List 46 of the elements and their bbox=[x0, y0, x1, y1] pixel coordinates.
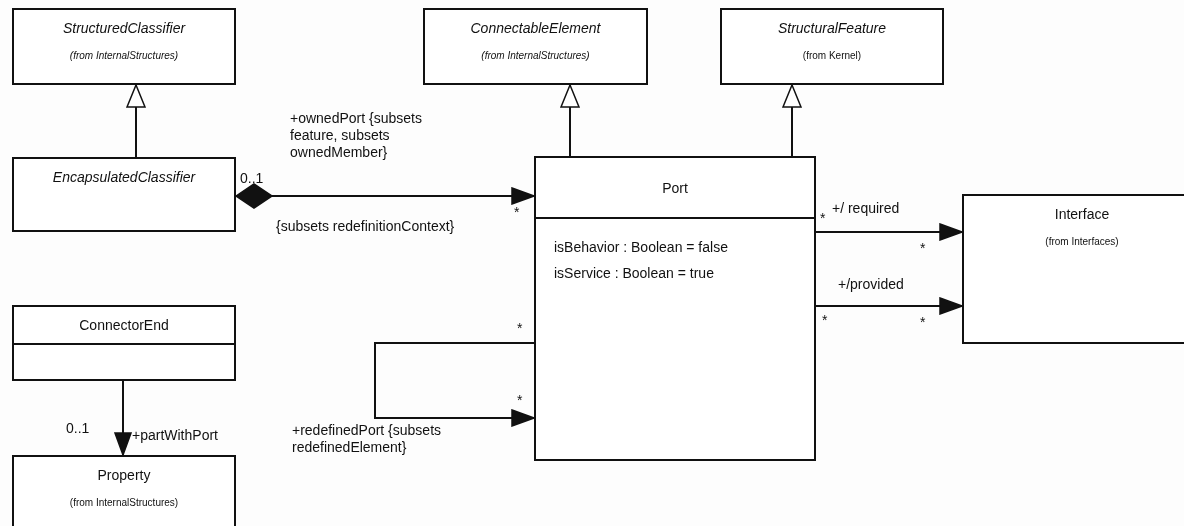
attribute-text: isBehavior : Boolean = false bbox=[554, 239, 729, 255]
generalization-arrow bbox=[560, 84, 580, 157]
attribute-text: isService : Boolean = true bbox=[554, 265, 715, 281]
package-note: (from InternalStructures) bbox=[68, 50, 180, 61]
association-arrow bbox=[114, 380, 132, 456]
association-arrow bbox=[815, 223, 963, 241]
class-box bbox=[534, 156, 816, 461]
association-arrow bbox=[815, 297, 963, 315]
constraint-label: {subsets redefinitionContext} bbox=[276, 218, 455, 235]
class-name: Property bbox=[96, 467, 152, 483]
class-box bbox=[962, 194, 1184, 344]
edge-label: +redefinedPort {subsets redefinedElement} bbox=[292, 422, 443, 456]
edge-label: +/ required bbox=[832, 200, 900, 217]
class-box bbox=[720, 8, 944, 85]
class-box bbox=[423, 8, 648, 85]
composition-arrow bbox=[235, 183, 535, 209]
package-note: (from Interfaces) bbox=[1044, 236, 1120, 247]
multiplicity-label: * bbox=[514, 204, 520, 221]
class-name: Interface bbox=[1053, 206, 1111, 222]
generalization-arrow bbox=[126, 84, 146, 158]
package-note: (from Kernel) bbox=[801, 50, 863, 61]
class-name: Port bbox=[662, 179, 688, 196]
class-name: ConnectorEnd bbox=[79, 317, 169, 333]
multiplicity-label: * bbox=[820, 210, 826, 227]
class-box bbox=[12, 455, 236, 526]
package-note: (from InternalStructures) bbox=[68, 497, 180, 508]
class-box bbox=[12, 305, 236, 381]
multiplicity-label: * bbox=[920, 240, 926, 257]
class-box bbox=[12, 157, 236, 232]
class-name: StructuredClassifier bbox=[61, 20, 187, 36]
class-name: ConnectableElement bbox=[469, 20, 602, 36]
multiplicity-label: * bbox=[822, 312, 828, 329]
association-arrow bbox=[374, 342, 535, 427]
multiplicity-label: * bbox=[517, 320, 523, 337]
class-box bbox=[12, 8, 236, 85]
multiplicity-label: 0..1 bbox=[66, 420, 90, 437]
multiplicity-label: 0..1 bbox=[240, 170, 264, 187]
edge-label: +/provided bbox=[838, 276, 904, 293]
edge-label: +ownedPort {subsets feature, subsets ownedMember} bbox=[290, 110, 423, 161]
multiplicity-label: * bbox=[920, 314, 926, 331]
generalization-arrow bbox=[782, 84, 802, 157]
edge-label: +partWithPort bbox=[132, 427, 218, 444]
multiplicity-label: * bbox=[517, 392, 523, 409]
class-name: EncapsulatedClassifier bbox=[51, 169, 197, 185]
class-name: StructuralFeature bbox=[776, 20, 888, 36]
package-note: (from InternalStructures) bbox=[480, 50, 591, 61]
